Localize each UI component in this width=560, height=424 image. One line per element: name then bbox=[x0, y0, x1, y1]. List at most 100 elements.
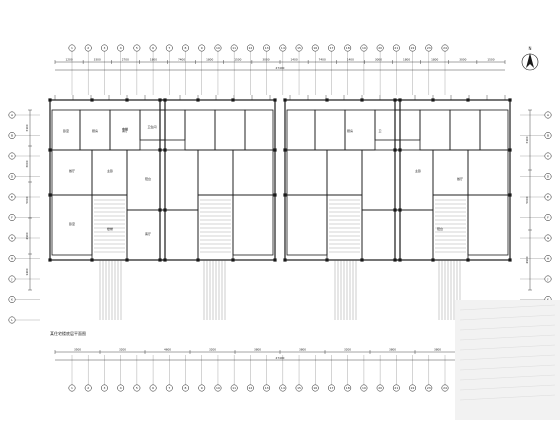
grid-number: 20 bbox=[378, 386, 382, 390]
room-dining bbox=[432, 149, 469, 196]
dim-total: 47400 bbox=[276, 356, 285, 360]
dim-value: 3100 bbox=[25, 124, 29, 131]
grid-letter: D bbox=[11, 175, 14, 179]
column bbox=[325, 258, 329, 262]
dim-value: 5000 bbox=[25, 196, 29, 203]
grid-number: 19 bbox=[362, 386, 366, 390]
dim-value: 3800 bbox=[434, 348, 441, 352]
north-arrow-icon: N bbox=[521, 46, 539, 71]
grid-number: 4 bbox=[120, 386, 122, 390]
watermark-line bbox=[459, 324, 556, 331]
grid-letter: A bbox=[11, 113, 14, 117]
grid-number: 24 bbox=[443, 46, 447, 50]
watermark-box bbox=[455, 300, 560, 420]
dim-value: 2700 bbox=[122, 58, 129, 62]
room-label: 餐厅 bbox=[457, 176, 463, 181]
column bbox=[231, 98, 235, 102]
grid-letter: C bbox=[547, 154, 549, 158]
grid-number: 21 bbox=[394, 386, 398, 390]
room-label: 主卧 bbox=[107, 168, 113, 173]
room-kitchen bbox=[314, 109, 346, 151]
dim-value: 4600 bbox=[164, 348, 171, 352]
column bbox=[125, 258, 129, 262]
room-master bbox=[159, 149, 199, 211]
grid-number: 21 bbox=[394, 46, 398, 50]
grid-number: 14 bbox=[281, 386, 285, 390]
column bbox=[466, 98, 470, 102]
grid-number: 9 bbox=[201, 386, 203, 390]
room-elevator bbox=[184, 109, 216, 151]
room-label: 阳台 bbox=[437, 226, 443, 231]
grid-number: 7 bbox=[168, 386, 170, 390]
room-label: 餐厅 bbox=[69, 168, 75, 173]
room-bedroom bbox=[244, 109, 274, 151]
dim-value: 3000 bbox=[375, 58, 382, 62]
room-label: 楼梯 bbox=[107, 226, 113, 231]
grid-number: 13 bbox=[265, 386, 269, 390]
room-bedroom bbox=[286, 109, 316, 151]
dim-value: 1800 bbox=[206, 58, 213, 62]
room-bath bbox=[374, 109, 401, 141]
grid-number: 11 bbox=[232, 46, 236, 50]
column bbox=[273, 148, 277, 152]
dim-value: 1500 bbox=[234, 58, 241, 62]
grid-number: 1 bbox=[71, 46, 73, 50]
dim-value: 3000 bbox=[262, 58, 269, 62]
column bbox=[48, 258, 52, 262]
room-bedroom-3 bbox=[126, 209, 166, 261]
column bbox=[196, 258, 200, 262]
column bbox=[360, 98, 364, 102]
column bbox=[466, 258, 470, 262]
room-bedroom-3 bbox=[361, 209, 401, 261]
grid-number: 5 bbox=[136, 386, 138, 390]
watermark-line bbox=[459, 334, 556, 341]
grid-number: 23 bbox=[427, 386, 431, 390]
column bbox=[158, 98, 162, 102]
room-living bbox=[286, 149, 328, 196]
grid-letter: H bbox=[11, 257, 13, 261]
grid-number: 22 bbox=[411, 46, 415, 50]
watermark bbox=[455, 300, 560, 420]
room-label: 卫 bbox=[378, 129, 381, 133]
grid-number: 16 bbox=[313, 46, 317, 50]
column bbox=[508, 148, 512, 152]
column bbox=[196, 98, 200, 102]
dim-value: 1800 bbox=[431, 58, 438, 62]
column bbox=[125, 98, 129, 102]
dim-value: 3800 bbox=[254, 348, 261, 352]
room-label: 厨房 bbox=[92, 128, 98, 133]
column bbox=[508, 258, 512, 262]
column bbox=[431, 258, 435, 262]
room-label: 客厅 bbox=[122, 128, 128, 133]
grid-letter: E bbox=[547, 195, 549, 199]
grid-number: 10 bbox=[216, 46, 220, 50]
grid-number: 5 bbox=[136, 46, 138, 50]
dim-value: 4900 bbox=[25, 232, 29, 239]
grid-letter: B bbox=[547, 134, 549, 138]
grid-letter: K bbox=[11, 298, 14, 302]
dim-value: 1500 bbox=[487, 58, 494, 62]
grid-number: 13 bbox=[265, 46, 269, 50]
grid-number: 16 bbox=[313, 386, 317, 390]
dim-value: 1800 bbox=[403, 58, 410, 62]
column bbox=[90, 98, 94, 102]
north-arrow-needle bbox=[526, 53, 534, 68]
column bbox=[158, 258, 162, 262]
walls bbox=[48, 95, 512, 320]
dim-value: 4900 bbox=[525, 256, 529, 263]
dim-value: 3500 bbox=[74, 348, 81, 352]
column bbox=[158, 148, 162, 152]
dim-value: 7400 bbox=[319, 58, 326, 62]
column bbox=[508, 98, 512, 102]
room-stair bbox=[197, 194, 234, 261]
room-bedroom-3 bbox=[159, 209, 199, 261]
room-label: 厨房 bbox=[347, 128, 353, 133]
watermark-line bbox=[459, 344, 556, 351]
column bbox=[283, 98, 287, 102]
room-bedroom-2 bbox=[232, 194, 274, 256]
dim-value: 1200 bbox=[66, 58, 73, 62]
dim-value: 3000 bbox=[25, 160, 29, 167]
room-label: 卫生间 bbox=[147, 124, 156, 129]
grid-letter: C bbox=[11, 154, 13, 158]
